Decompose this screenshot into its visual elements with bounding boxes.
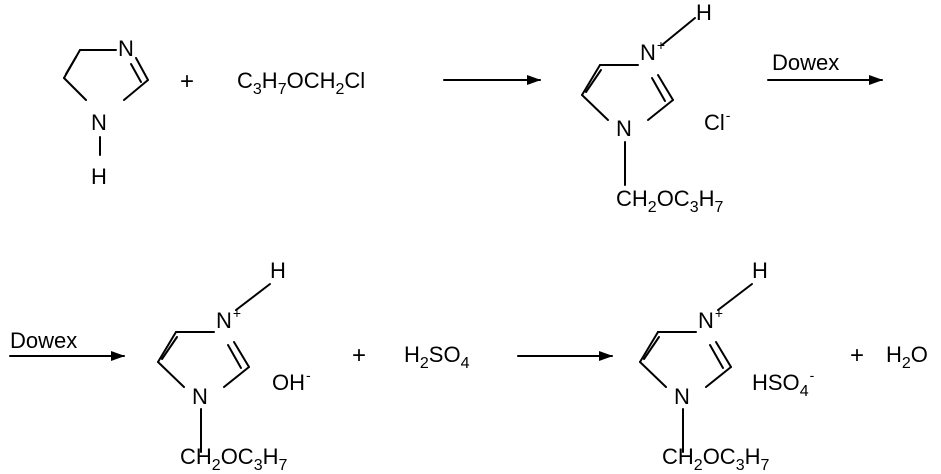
chloride-salt-n1-label: N [616,116,632,141]
water-formula: H2O [886,342,928,372]
plus-sign-1: + [180,68,195,95]
arrow-label-dowex-1: Dowex [772,50,840,75]
hydroxide-salt-hydrogen-label: H [270,258,286,283]
chloride-salt-substituent: CH2OC3H7 [616,186,724,216]
hydrogensulfate-salt-n1-label: N [674,384,690,409]
chloride-salt-cation-nitrogen: N+ [640,37,666,65]
reagent-formula: C3H7OCH2Cl [237,68,366,98]
chloride-salt-bonds [581,17,696,186]
imidazole-hydrogen-label: H [91,164,107,189]
hydroxide-salt-substituent: CH2OC3H7 [180,444,288,474]
hydrogensulfate-salt-substituent: CH2OC3H7 [662,444,770,474]
sulfuric-acid-formula: H2SO4 [404,342,470,372]
hydrogensulfate-counter-ion: HSO4- [752,367,815,400]
plus-sign-2: + [352,342,367,369]
hydroxide-counter-ion: OH- [272,367,311,395]
hydrogensulfate-salt-bonds [639,283,753,453]
chloride-salt-hydrogen-label: H [696,0,712,25]
hydroxide-salt-cation-nitrogen: N+ [216,305,242,333]
hydroxide-salt-bonds [157,283,271,453]
hydrogensulfate-salt-hydrogen-label: H [752,258,768,283]
imidazole-nitrogen-label: N [118,36,134,61]
plus-sign-3: + [850,342,865,369]
imidazole-nh-nitrogen-label: N [91,110,107,135]
chloride-counter-ion: Cl- [704,107,731,135]
hydroxide-salt-n1-label: N [192,384,208,409]
hydrogensulfate-salt-cation-nitrogen: N+ [698,305,724,333]
arrow-label-dowex-2: Dowex [10,328,78,353]
imidazole-bonds [63,49,149,156]
